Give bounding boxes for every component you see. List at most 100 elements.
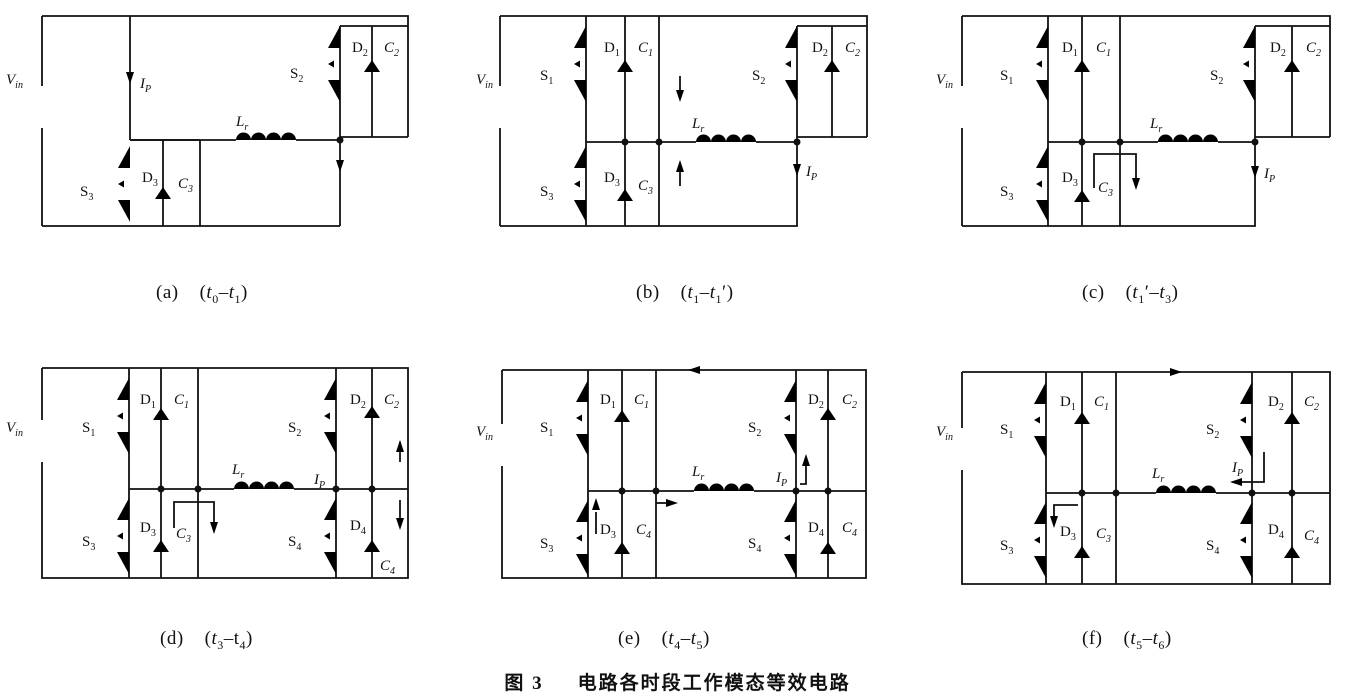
svg-text:S2: S2 (1210, 68, 1223, 87)
svg-text:IP: IP (775, 470, 787, 489)
caption-panel-d: (d) (t3–t4) (160, 628, 253, 652)
circuit-figure: Vin IP Lr S2 D2 C2 S3 D3 C3 (6, 15, 1341, 585)
svg-text:C3: C3 (176, 526, 191, 545)
svg-text:D2: D2 (350, 392, 366, 411)
svg-text:Lr: Lr (691, 116, 704, 135)
svg-text:S2: S2 (288, 420, 301, 439)
svg-text:C2: C2 (842, 392, 857, 411)
panel-f-circuit (946, 368, 1341, 585)
svg-text:D3: D3 (1060, 524, 1076, 543)
svg-text:D3: D3 (1062, 170, 1078, 189)
svg-text:IP: IP (805, 164, 817, 183)
panel-c-labels: Vin S1 D1 C1 Lr S2 D2 C2 IP S3 D3 C3 (936, 40, 1321, 203)
panel-f-labels: Vin S1 D1 C1 Lr IP S2 D2 C2 S3 D3 C3 S4 … (936, 394, 1319, 557)
svg-text:S2: S2 (1206, 422, 1219, 441)
svg-text:Vin: Vin (476, 72, 493, 91)
panel-e-labels: Vin S1 D1 C1 Lr IP S2 D2 C2 S3 D3 C4 S4 … (476, 392, 857, 555)
panel-e-circuit (486, 366, 877, 579)
svg-text:C3: C3 (1096, 526, 1111, 545)
caption-panel-b: (b) (t1–t1′) (636, 282, 734, 306)
figure-caption: 图 3 电路各时段工作模态等效电路 (0, 668, 1355, 695)
svg-text:C1: C1 (1096, 40, 1111, 59)
svg-text:D4: D4 (808, 520, 824, 539)
caption-panel-c: (c) (t1′–t3) (1082, 282, 1179, 306)
svg-text:D1: D1 (1062, 40, 1078, 59)
svg-text:S2: S2 (748, 420, 761, 439)
svg-text:D1: D1 (600, 392, 616, 411)
svg-text:D3: D3 (600, 522, 616, 541)
svg-text:Lr: Lr (1149, 116, 1162, 135)
svg-text:D4: D4 (1268, 522, 1284, 541)
svg-text:S1: S1 (82, 420, 95, 439)
svg-text:D2: D2 (1268, 394, 1284, 413)
svg-text:C1: C1 (174, 392, 189, 411)
svg-text:C3: C3 (178, 176, 193, 195)
svg-text:C3: C3 (638, 178, 653, 197)
svg-text:C4: C4 (842, 520, 857, 539)
svg-text:D2: D2 (812, 40, 828, 59)
svg-text:C2: C2 (1306, 40, 1321, 59)
svg-text:IP: IP (313, 472, 325, 491)
svg-text:Lr: Lr (1151, 466, 1164, 485)
svg-text:Vin: Vin (6, 420, 23, 439)
svg-text:IP: IP (1263, 166, 1275, 185)
svg-text:S4: S4 (288, 534, 301, 553)
panel-c-circuit (946, 15, 1341, 227)
svg-text:D3: D3 (140, 520, 156, 539)
svg-text:Vin: Vin (936, 424, 953, 443)
figure-number: 图 3 (504, 673, 544, 694)
svg-text:S1: S1 (540, 420, 553, 439)
svg-text:S3: S3 (82, 534, 95, 553)
caption-panel-e: (e) (t4–t5) (618, 628, 710, 652)
svg-text:S3: S3 (540, 184, 553, 203)
svg-text:S1: S1 (1000, 68, 1013, 87)
svg-text:D1: D1 (140, 392, 156, 411)
svg-text:S2: S2 (752, 68, 765, 87)
svg-text:Vin: Vin (476, 424, 493, 443)
figure-title: 电路各时段工作模态等效电路 (577, 673, 851, 694)
svg-text:D2: D2 (352, 40, 368, 59)
panel-a-circuit (26, 15, 419, 227)
svg-text:D2: D2 (1270, 40, 1286, 59)
svg-text:S2: S2 (290, 66, 303, 85)
panel-b-circuit (484, 15, 878, 227)
svg-text:S3: S3 (1000, 184, 1013, 203)
svg-text:D2: D2 (808, 392, 824, 411)
svg-text:S1: S1 (540, 68, 553, 87)
svg-text:S4: S4 (748, 536, 761, 555)
svg-text:S3: S3 (1000, 538, 1013, 557)
panel-a-labels: Vin IP Lr S2 D2 C2 S3 D3 C3 (6, 40, 399, 203)
svg-text:C2: C2 (384, 40, 399, 59)
svg-text:D1: D1 (604, 40, 620, 59)
svg-text:Vin: Vin (6, 72, 23, 91)
svg-text:D4: D4 (350, 518, 366, 537)
svg-text:Vin: Vin (936, 72, 953, 91)
svg-text:D3: D3 (604, 170, 620, 189)
svg-text:C4: C4 (636, 522, 651, 541)
svg-text:C4: C4 (1304, 528, 1319, 547)
svg-text:IP: IP (1231, 460, 1243, 479)
panel-d-labels: Vin S1 D1 C1 Lr IP S2 D2 C2 S3 D3 C3 S4 … (6, 392, 399, 577)
caption-panel-f: (f) (t5–t6) (1082, 628, 1172, 652)
svg-text:C2: C2 (1304, 394, 1319, 413)
svg-text:S3: S3 (540, 536, 553, 555)
svg-text:Lr: Lr (231, 462, 244, 481)
svg-text:C2: C2 (845, 40, 860, 59)
svg-text:C3: C3 (1098, 180, 1113, 199)
svg-text:C2: C2 (384, 392, 399, 411)
svg-text:S1: S1 (1000, 422, 1013, 441)
svg-text:D1: D1 (1060, 394, 1076, 413)
svg-text:IP: IP (139, 76, 151, 95)
caption-panel-a: (a) (t0–t1) (156, 282, 248, 306)
svg-text:C1: C1 (634, 392, 649, 411)
svg-text:S4: S4 (1206, 538, 1219, 557)
panel-d-circuit (26, 367, 419, 579)
svg-text:Lr: Lr (235, 114, 248, 133)
svg-text:C1: C1 (1094, 394, 1109, 413)
svg-text:D3: D3 (142, 170, 158, 189)
svg-text:S3: S3 (80, 184, 93, 203)
svg-text:Lr: Lr (691, 464, 704, 483)
svg-text:C4: C4 (380, 558, 395, 577)
svg-text:C1: C1 (638, 40, 653, 59)
panel-b-labels: Vin S1 D1 C1 Lr S2 D2 C2 IP S3 D3 C3 (476, 40, 860, 203)
